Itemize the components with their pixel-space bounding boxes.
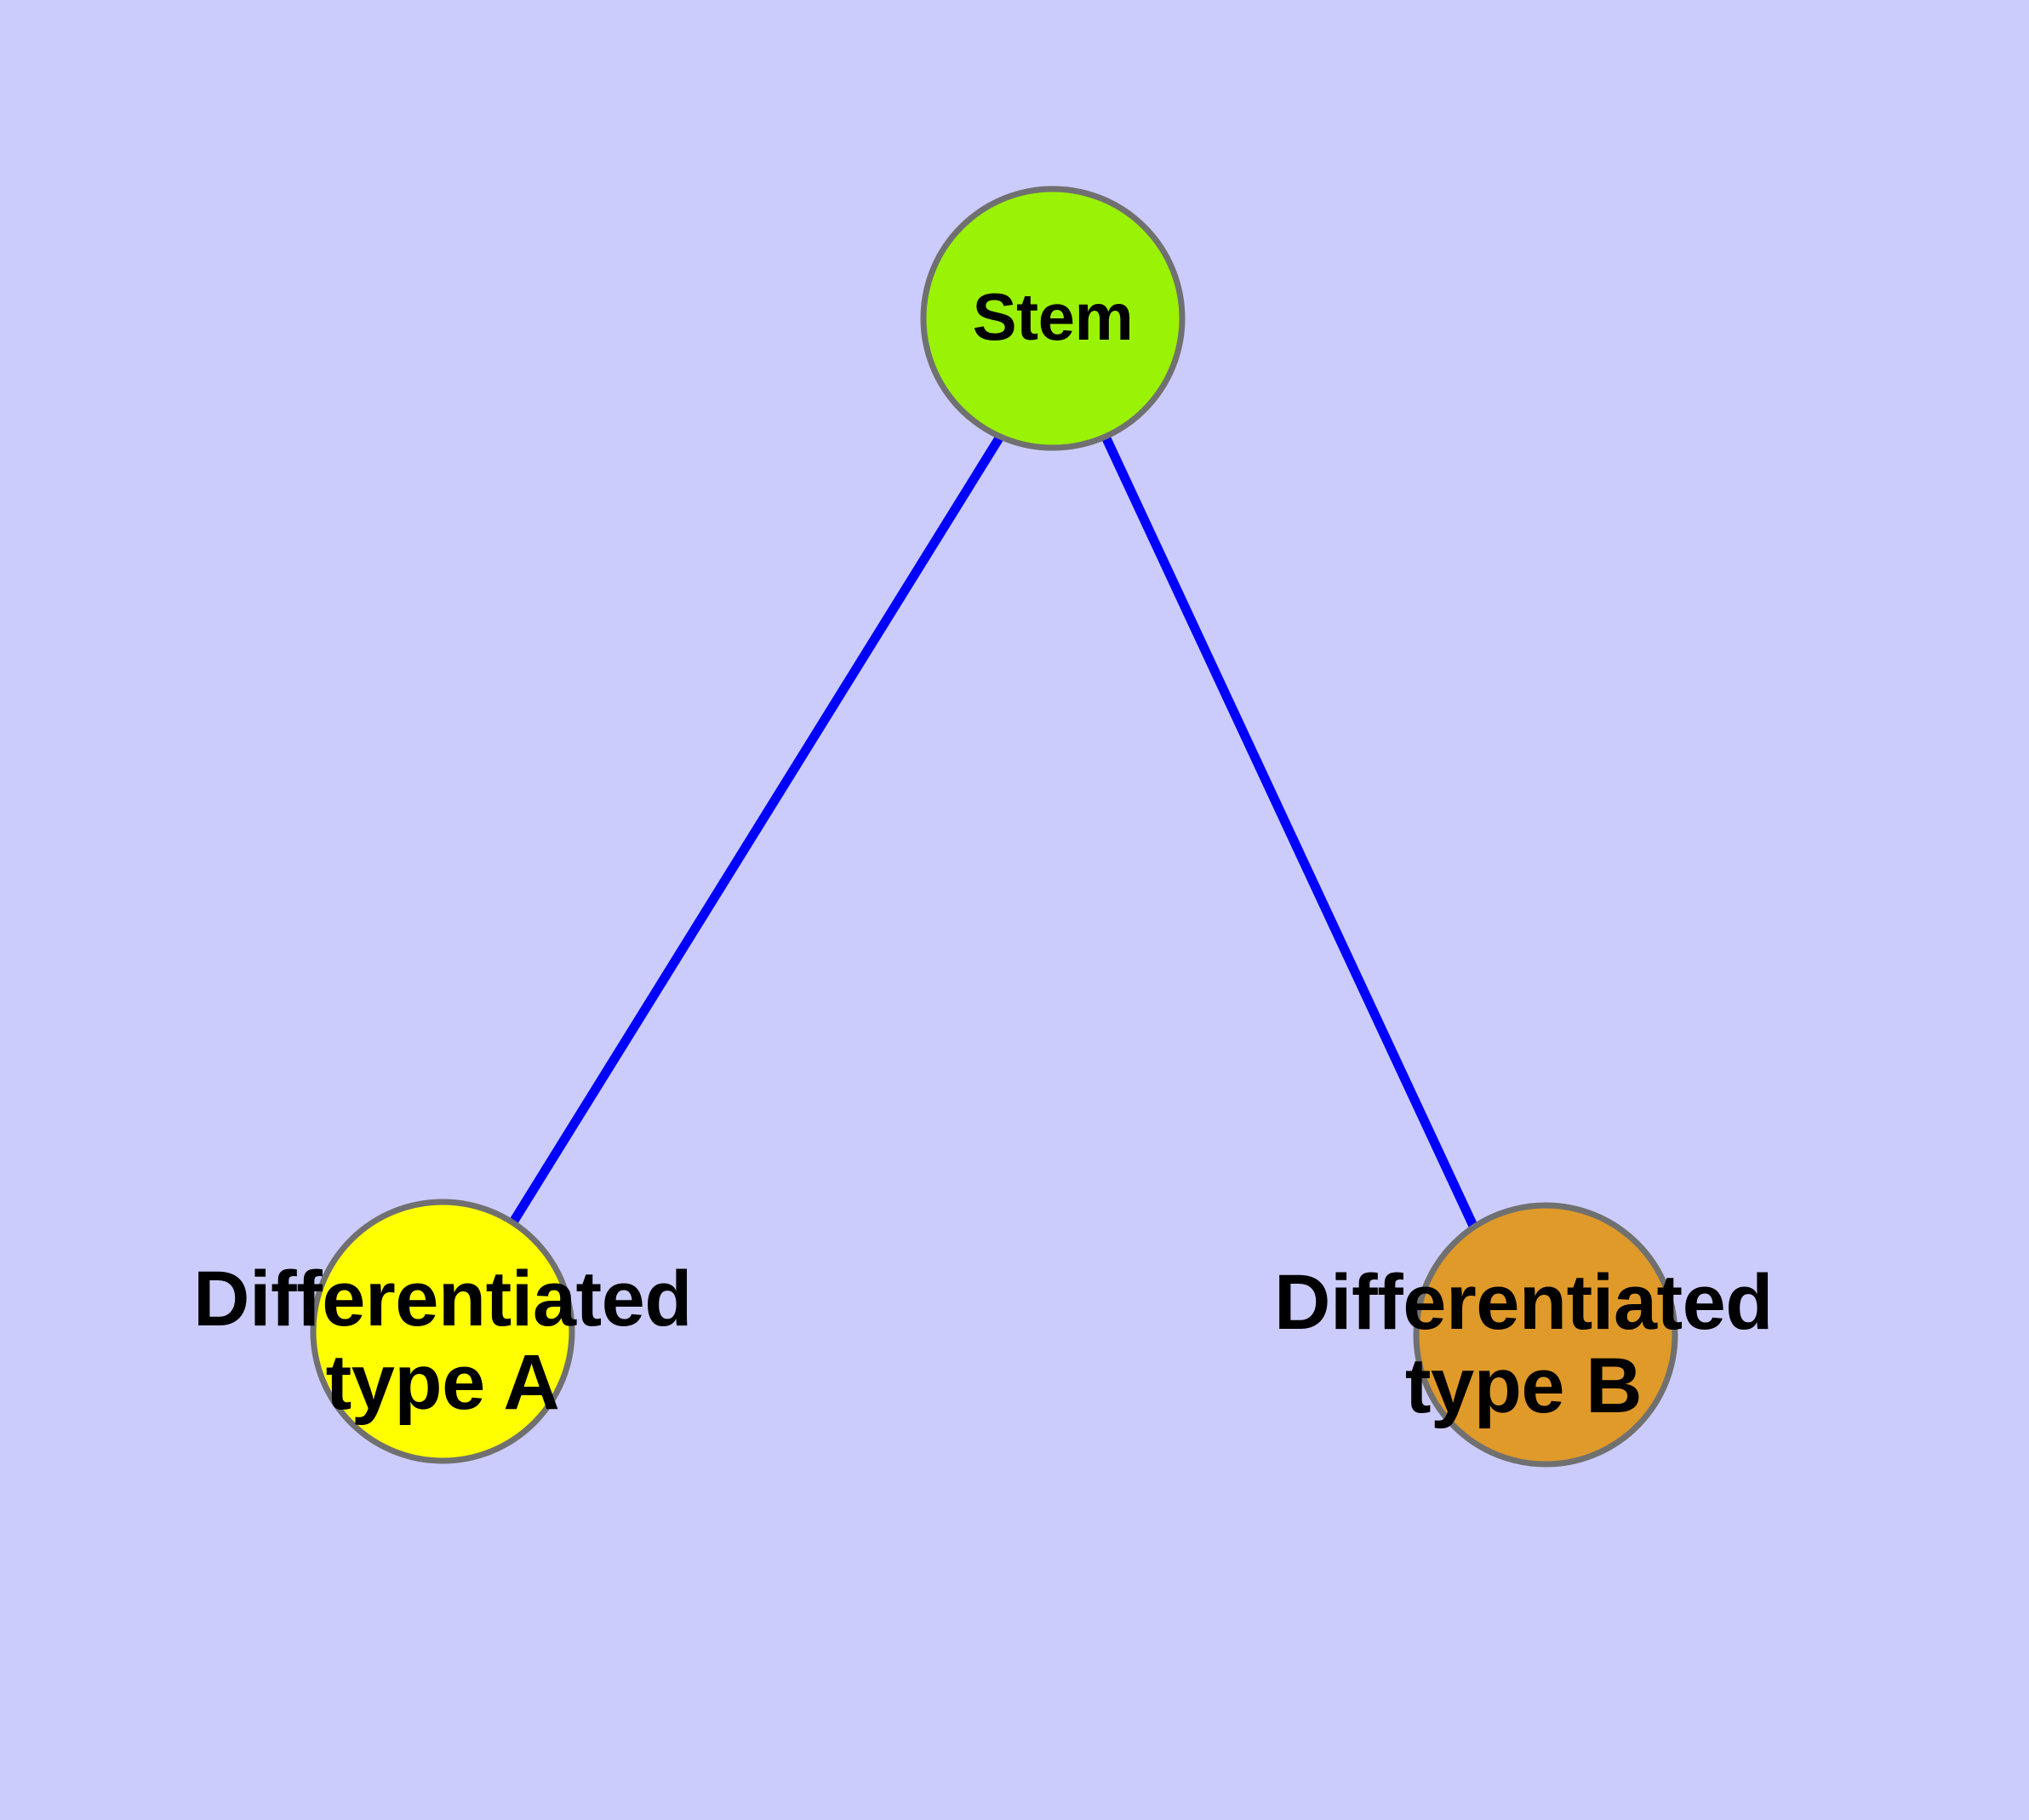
node-differentiated-type-b[interactable] <box>1413 1202 1678 1468</box>
node-stem[interactable] <box>920 186 1186 451</box>
node-differentiated-type-a[interactable] <box>310 1199 575 1464</box>
node-layer <box>310 186 1678 1468</box>
edge-layer <box>510 434 1477 1228</box>
edge-stem-to-type-a[interactable] <box>510 434 1004 1223</box>
edge-stem-to-type-b[interactable] <box>1101 434 1477 1228</box>
